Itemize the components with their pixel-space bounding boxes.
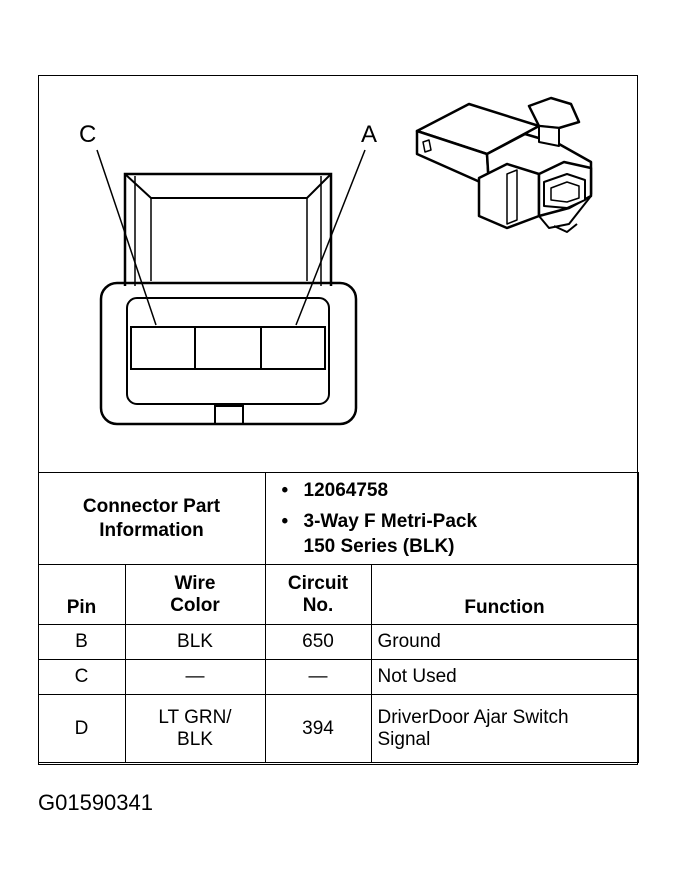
function-line2: Signal: [377, 728, 431, 750]
header-wire-color: Wire Color: [124, 564, 266, 625]
bullet-icon: •: [281, 511, 289, 532]
connector-diagram: C A: [39, 76, 639, 474]
table-row: D LT GRN/ BLK 394 DriverDoor Ajar Switch…: [37, 694, 639, 763]
connector-type-line1: 3-Way F Metri-Pack: [303, 511, 478, 532]
wire-color-line1: LT GRN/: [158, 706, 232, 728]
circuit-cell: 650: [264, 624, 372, 660]
connector-3d-view: [415, 96, 593, 233]
connector-type-item: • 3-Way F Metri-Pack: [282, 509, 632, 534]
header-function: Function: [370, 564, 639, 625]
part-info-label-line1: Connector Part: [82, 495, 221, 517]
part-info-label-line2: Information: [99, 519, 204, 541]
pin-cell: D: [37, 694, 126, 763]
pin-cell: C: [37, 659, 126, 695]
part-number-item: • 12064758: [282, 478, 632, 503]
function-cell: DriverDoor Ajar Switch Signal: [370, 694, 639, 763]
header-row: Pin Wire Color Circuit No. Function: [37, 564, 639, 625]
leader-lines: [96, 149, 366, 326]
connector-face: [99, 172, 358, 426]
cavity-a: [260, 326, 326, 370]
part-info-row: Connector Part Information • 12064758 • …: [37, 472, 639, 565]
diagram-frame: C A: [37, 75, 639, 765]
function-cell: Not Used: [370, 659, 639, 695]
function-line1: DriverDoor Ajar Switch: [377, 706, 569, 728]
part-number: 12064758: [303, 480, 389, 501]
table-row: C — — Not Used: [37, 659, 639, 695]
function-cell: Ground: [370, 624, 639, 660]
pin-label-a: A: [361, 121, 377, 148]
part-info-label: Connector Part Information: [37, 472, 266, 565]
bullet-icon: •: [281, 480, 289, 501]
wire-color-cell: LT GRN/ BLK: [124, 694, 266, 763]
header-circuit-line1: Circuit: [287, 572, 349, 594]
terminal-cavities: [130, 326, 326, 370]
connector-info-table: Connector Part Information • 12064758 • …: [37, 472, 639, 763]
wire-color-cell: —: [124, 659, 266, 695]
figure-id: G01590341: [38, 790, 153, 815]
wire-color-line2: BLK: [177, 728, 213, 750]
cavity-c: [130, 326, 196, 370]
connector-face-drawing: C A: [79, 96, 593, 426]
wire-color-cell: BLK: [124, 624, 266, 660]
header-circuit-line2: No.: [302, 594, 334, 616]
table-row: B BLK 650 Ground: [37, 624, 639, 660]
circuit-cell: —: [264, 659, 372, 695]
header-pin: Pin: [37, 564, 126, 625]
pin-cell: B: [37, 624, 126, 660]
header-circuit: Circuit No.: [264, 564, 372, 625]
pin-label-c: C: [79, 121, 96, 148]
circuit-cell: 394: [264, 694, 372, 763]
header-wire-color-line1: Wire: [174, 572, 216, 594]
connector-type-line2: 150 Series (BLK): [303, 536, 455, 557]
header-wire-color-line2: Color: [170, 594, 220, 616]
part-info-list: • 12064758 • 3-Way F Metri-Pack 150 Seri…: [264, 472, 639, 565]
cavity-b: [194, 326, 262, 370]
